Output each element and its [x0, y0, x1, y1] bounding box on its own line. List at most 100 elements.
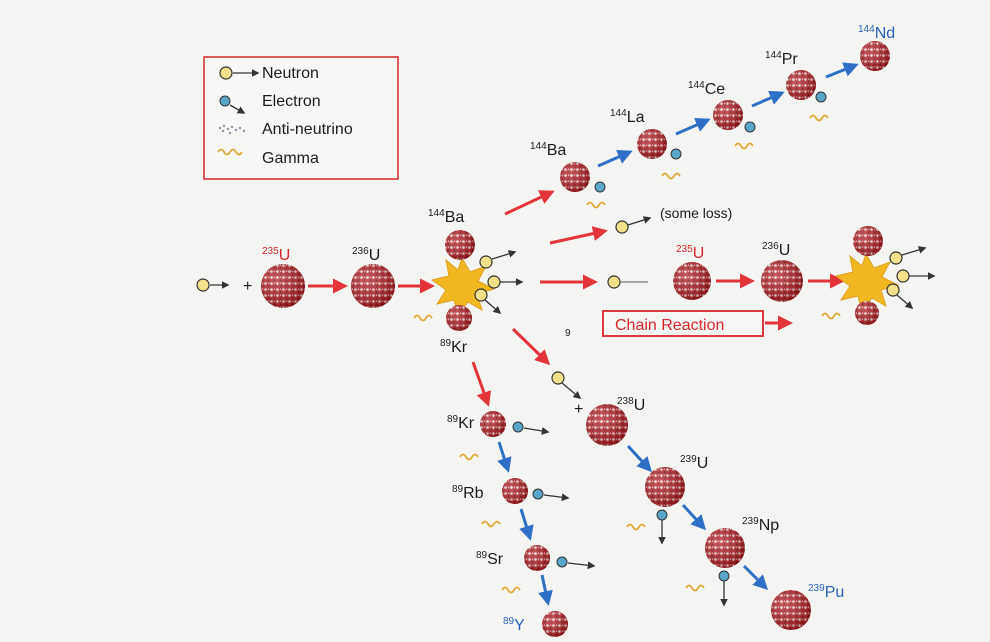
nucleus-shade	[637, 129, 667, 159]
neutron-icon	[896, 269, 910, 283]
chain-reaction-label: Chain Reaction	[615, 317, 724, 334]
arrow-icon	[567, 561, 596, 570]
arrow-blue	[751, 90, 785, 108]
legend-gamma-label: Gamma	[262, 150, 319, 167]
nucleus-shade	[542, 611, 568, 637]
chain-reaction-row: 235U 236U Chain Reaction 9	[565, 226, 936, 339]
neutron-icon	[615, 220, 629, 234]
nucleus-shade	[502, 478, 528, 504]
arrow-red	[511, 327, 551, 366]
stray-mark: 9	[565, 328, 571, 339]
gamma-icon	[586, 201, 606, 209]
fission-event: 144Ba 89Kr	[413, 208, 524, 356]
neutron-icon	[487, 275, 501, 289]
arrow-blue	[497, 441, 512, 473]
legend: Neutron Electron Anti-neutrino Gamma	[203, 56, 399, 180]
label-np239: 239Np	[742, 516, 779, 534]
electron-icon	[594, 181, 606, 193]
plus-sign: +	[574, 401, 583, 418]
arrow-blue	[597, 149, 633, 168]
branch-arrows	[471, 190, 608, 407]
legend-box	[203, 56, 399, 180]
nucleus-shade	[761, 260, 803, 302]
label-u238: 238U	[617, 396, 645, 414]
neutron-icon	[474, 288, 488, 302]
neutron-icon	[196, 278, 210, 292]
electron-icon	[815, 91, 827, 103]
gamma-icon	[685, 584, 705, 592]
electron-icon	[556, 556, 568, 568]
neutron-icon	[551, 371, 565, 385]
nucleus-shade	[645, 467, 685, 507]
arrow-icon	[523, 427, 550, 435]
arrow-blue	[675, 117, 711, 136]
some-loss-label: (some loss)	[660, 205, 732, 221]
nucleus-shade	[586, 404, 628, 446]
gamma-icon	[626, 523, 646, 531]
label-rb89: 89Rb	[452, 484, 484, 502]
arrow-blue	[742, 564, 769, 591]
electron-icon	[670, 148, 682, 160]
label-pu239: 239Pu	[808, 583, 844, 601]
arrow-blue	[681, 503, 707, 531]
electron-icon	[532, 488, 544, 500]
nucleus-shade	[673, 262, 711, 300]
nucleus-shade	[786, 70, 816, 100]
arrow-red	[504, 190, 555, 216]
electron-icon	[718, 570, 730, 582]
nucleus-shade	[446, 305, 472, 331]
neutron-icon	[889, 251, 903, 265]
gamma-icon	[734, 142, 754, 150]
arrow-blue	[519, 508, 534, 541]
arrow-red	[471, 361, 492, 407]
arrow-icon	[491, 250, 517, 260]
nucleus-shade	[480, 411, 506, 437]
legend-electron: Electron	[219, 93, 321, 114]
label-u235-b: 235U	[676, 244, 704, 262]
arrow-icon	[561, 382, 582, 399]
neutron-icon	[607, 275, 621, 289]
gamma-icon	[459, 453, 479, 461]
chain-reaction-box	[602, 310, 764, 337]
arrow-blue	[538, 574, 553, 606]
label-sr89: 89Sr	[476, 550, 504, 568]
neutron-icon	[219, 66, 233, 80]
gamma-icon	[809, 114, 829, 122]
gamma-icon	[661, 172, 681, 180]
gamma-icon	[413, 314, 433, 322]
label-kr89-b: 89Kr	[447, 414, 475, 432]
label-u236: 236U	[352, 246, 380, 264]
arrow-icon	[229, 104, 246, 114]
nucleus-shade	[705, 528, 745, 568]
gamma-icon	[481, 520, 501, 528]
label-ba144: 144Ba	[428, 208, 464, 226]
lost-neutron: (some loss)	[615, 205, 732, 234]
nucleus-shade	[855, 301, 879, 325]
antineutrino-icon	[218, 124, 246, 135]
electron-icon	[656, 509, 668, 521]
gamma-icon	[501, 586, 521, 594]
legend-antineutrino: Anti-neutrino	[218, 121, 353, 138]
legend-neutron-label: Neutron	[262, 65, 319, 82]
legend-gamma: Gamma	[217, 148, 319, 167]
arrow-blue	[825, 62, 859, 79]
neutron-icon	[479, 255, 493, 269]
legend-neutron: Neutron	[219, 65, 319, 82]
nucleus-shade	[713, 100, 743, 130]
electron-icon	[512, 421, 524, 433]
electron-icon	[219, 95, 231, 107]
nucleus-shade	[860, 41, 890, 71]
decay-chain-89: 89Kr 89Rb 89Sr 89Y	[447, 411, 596, 637]
arrow-icon	[627, 216, 652, 226]
label-y89: 89Y	[503, 616, 525, 634]
arrow-icon	[543, 493, 570, 502]
arrow-blue	[626, 444, 653, 473]
arrow-icon	[484, 299, 502, 315]
capture-chain-238: + 238U 239U 239Np 239Pu	[551, 371, 844, 630]
arrow-red	[549, 226, 608, 245]
gamma-icon	[821, 312, 841, 320]
label-nd144: 144Nd	[858, 24, 895, 42]
label-u239: 239U	[680, 454, 708, 472]
initial-reaction: + 235U 236U	[196, 246, 435, 308]
label-ce144: 144Ce	[688, 80, 725, 98]
